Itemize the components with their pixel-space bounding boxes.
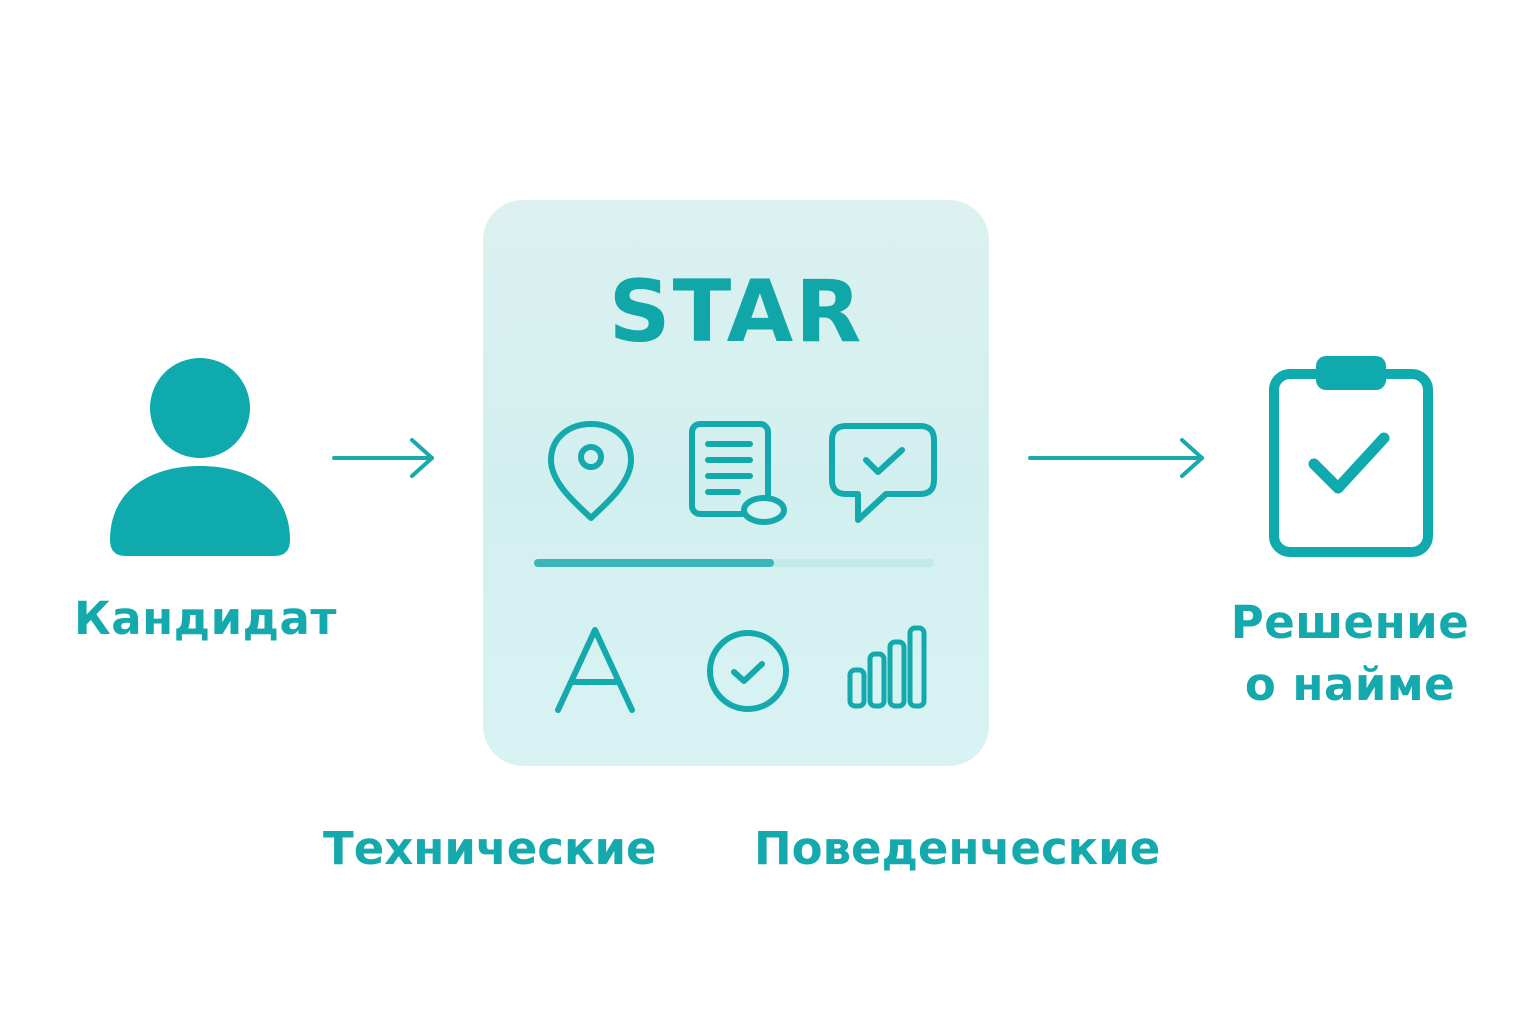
decision-label: Решение о найме: [1180, 592, 1520, 716]
check-circle-icon: [707, 630, 789, 712]
letter-a-icon: [555, 627, 635, 713]
progress-bar: [534, 559, 934, 567]
arrow-right-icon: [332, 438, 434, 478]
document-icon: [689, 421, 787, 525]
arrow-right-icon: [1028, 438, 1204, 478]
decision-label-line1: Решение: [1230, 596, 1470, 649]
decision-label-line2: о найме: [1244, 658, 1456, 711]
technical-label: Технические: [323, 822, 657, 875]
clipboard-check-icon: [1269, 356, 1433, 557]
bar-chart-icon: [847, 625, 927, 709]
candidate-label: Кандидат: [74, 592, 337, 645]
behavioral-label: Поведенческие: [754, 822, 1161, 875]
location-pin-icon: [548, 421, 634, 521]
chat-check-icon: [829, 423, 937, 523]
person-icon: [110, 358, 290, 556]
star-title: STAR: [608, 262, 864, 362]
